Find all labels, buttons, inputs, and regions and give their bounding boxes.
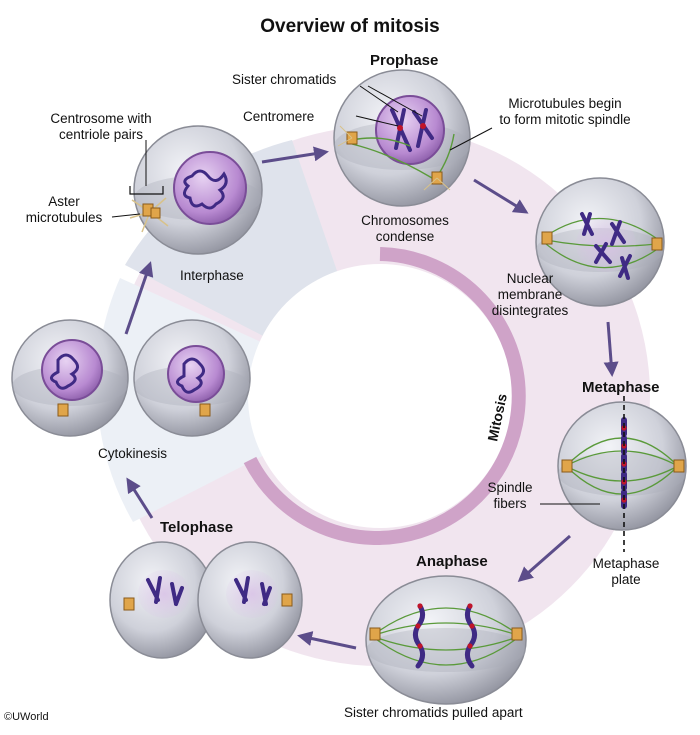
centrosome-icon <box>673 459 685 473</box>
centrosome-icon <box>123 597 135 611</box>
microtubules-label-line2: to form mitotic spindle <box>499 112 631 127</box>
plate-label-line1: Metaphase <box>592 556 660 571</box>
condense-label: Chromosomes condense <box>350 213 460 245</box>
telophase-cells <box>109 541 303 659</box>
plate-label-line2: plate <box>611 572 641 587</box>
sister-chromatids-label: Sister chromatids <box>232 72 337 87</box>
metaphase-plate-label: Metaphase plate <box>580 556 672 588</box>
sister-chromatids-pulled-label: Sister chromatids pulled apart <box>344 705 523 720</box>
prophase-cell <box>333 69 493 207</box>
centrosome-icon <box>337 125 451 191</box>
centrosome-icon <box>281 593 293 607</box>
centrosome-icon <box>199 403 211 417</box>
centrosome-label-line1: Centrosome with <box>50 111 152 126</box>
microtubules-label-line1: Microtubules begin <box>508 96 622 111</box>
centrosome-icon <box>57 403 69 417</box>
centrosome-label: Centrosome with centriole pairs <box>36 111 166 143</box>
stage-label-prophase: Prophase <box>370 52 439 69</box>
microtubules-label: Microtubules begin to form mitotic spind… <box>482 96 648 128</box>
arrow-to-metaphase <box>603 321 619 377</box>
arrow-interphase-to-prophase <box>261 146 329 164</box>
spindle-label-line2: fibers <box>493 496 527 511</box>
condense-label-line2: condense <box>375 229 435 244</box>
centromere-label: Centromere <box>243 109 315 124</box>
arrow-to-anaphase <box>517 534 571 582</box>
interphase-cell <box>111 125 263 255</box>
centrosome-icon <box>369 627 381 641</box>
spindle-fibers-label: Spindle fibers <box>482 480 538 512</box>
anaphase-cell <box>365 575 527 705</box>
stage-label-interphase: Interphase <box>180 268 244 283</box>
cycle-arrows <box>124 146 619 650</box>
aster-label-line1: Aster <box>48 194 80 209</box>
stage-label-cytokinesis: Cytokinesis <box>98 446 168 461</box>
arrow-to-telophase <box>297 631 357 650</box>
centrosome-icon <box>541 231 553 245</box>
nuclear-label-line1: Nuclear <box>506 271 554 286</box>
nuclear-label-line3: disintegrates <box>491 303 569 318</box>
stage-label-anaphase: Anaphase <box>416 553 488 570</box>
nuclear-membrane-label: Nuclear membrane disintegrates <box>482 271 578 319</box>
centrosome-label-line2: centriole pairs <box>58 127 144 142</box>
page-title: Overview of mitosis <box>260 16 440 37</box>
cytokinesis-cells <box>11 319 251 437</box>
aster-label: Aster microtubules <box>18 194 110 226</box>
aster-label-line2: microtubules <box>25 210 103 225</box>
nuclear-label-line2: membrane <box>497 287 563 302</box>
condense-label-line1: Chromosomes <box>361 213 449 228</box>
prometaphase-cell <box>535 177 665 307</box>
copyright: ©UWorld <box>4 711 49 723</box>
metaphase-cell <box>540 396 687 552</box>
mitosis-arc <box>243 247 526 545</box>
arrow-prophase-to-prometaphase <box>473 178 529 214</box>
centrosome-icon <box>561 459 573 473</box>
spindle-label-line1: Spindle <box>487 480 533 495</box>
stage-label-metaphase: Metaphase <box>582 379 660 396</box>
stage-label-telophase: Telophase <box>160 519 234 536</box>
centrosome-icon <box>129 197 169 233</box>
centrosome-icon <box>651 237 663 251</box>
arrow-to-cytokinesis <box>126 477 154 519</box>
centrosome-icon <box>511 627 523 641</box>
arrow-to-interphase <box>124 261 154 335</box>
